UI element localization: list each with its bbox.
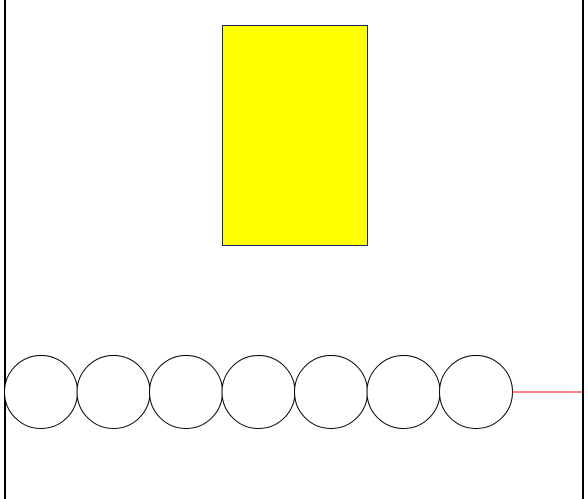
yellow-block[interactable]	[222, 25, 368, 246]
circle-7[interactable]	[439, 355, 513, 429]
circle-1[interactable]	[4, 355, 78, 429]
circle-3[interactable]	[149, 355, 223, 429]
circle-2[interactable]	[76, 355, 151, 429]
circle-row	[4, 355, 513, 429]
circle-5[interactable]	[294, 355, 368, 429]
circle-6[interactable]	[366, 355, 441, 429]
circle-4[interactable]	[221, 355, 296, 429]
